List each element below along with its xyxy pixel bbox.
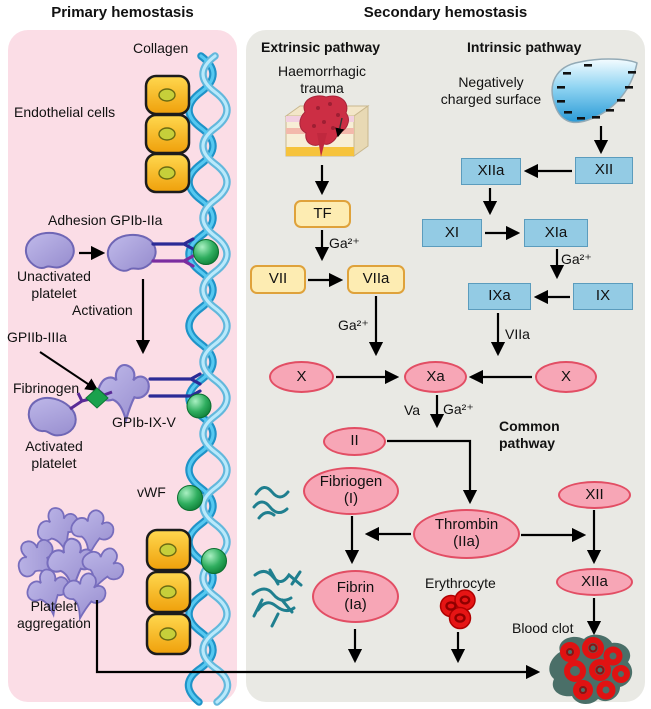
vwf-sphere-icon: [186, 393, 212, 419]
negatively-charged-surface-icon: [551, 58, 638, 124]
cascade-arrows: [308, 126, 609, 664]
adhesion-gpib-iia-label: Adhesion GPIb-IIa: [48, 212, 163, 228]
node-fibriogen: Fibriogen (I): [303, 467, 399, 515]
common-pathway-label: Common pathway: [499, 418, 560, 451]
node-vii: VII: [250, 265, 306, 294]
endothelial-cells-top-icon: [144, 74, 191, 194]
viia-cofactor-label: VIIa: [505, 326, 530, 342]
ga2-label-xia: Ga²⁺: [561, 251, 592, 267]
blood-clot-icon: [549, 634, 633, 705]
vwf-sphere-icon: [177, 485, 203, 511]
activated-platelet-icon: [97, 364, 150, 424]
activated-platelet-2-icon: [27, 388, 113, 437]
node-fibrin: Fibrin (Ia): [312, 570, 399, 623]
fibrinogen-label: Fibrinogen: [13, 380, 80, 396]
collagen-helix-icon: [184, 52, 232, 706]
node-thrombin: Thrombin (IIa): [413, 509, 520, 559]
gpib-ix-v-label: GPIb-IX-V: [112, 414, 176, 430]
gpiib-iiia-label: GPIIb-IIIa: [7, 329, 67, 345]
vwf-sphere-icon: [201, 548, 227, 574]
activated-platelet-label: Activated platelet: [25, 438, 83, 471]
va-label: Va: [404, 402, 421, 418]
unactivated-platelet-label: Unactivated platelet: [17, 268, 91, 301]
node-xa: Xa: [404, 361, 467, 393]
adhered-platelet-icon: [106, 233, 157, 272]
ga2-label-tf: Ga²⁺: [329, 235, 360, 251]
node-xiia-ellipse: XIIa: [556, 568, 633, 596]
node-ixa: IXa: [468, 283, 531, 310]
haemorrhagic-trauma-icon: [284, 95, 370, 157]
fibrinogen-diamond-icon: [85, 387, 109, 409]
node-x-left: X: [269, 361, 334, 393]
node-xiia-box: XIIa: [461, 158, 521, 185]
vwf-label: vWF: [137, 484, 166, 500]
node-tf: TF: [294, 200, 351, 228]
blood-clot-label: Blood clot: [512, 620, 574, 636]
secondary-hemostasis-title: Secondary hemostasis: [363, 4, 528, 21]
node-xi: XI: [422, 219, 482, 247]
activation-label: Activation: [72, 302, 133, 318]
node-ii: II: [323, 427, 386, 456]
arrow-gpiib-iiia-pointer: [39, 351, 99, 392]
extrinsic-pathway-heading: Extrinsic pathway: [261, 39, 381, 55]
haemorrhagic-trauma-label: Haemorrhagic trauma: [278, 63, 366, 96]
node-x-right: X: [535, 361, 597, 393]
negatively-charged-surface-label: Negatively charged surface: [440, 74, 542, 107]
fibrin-strands-icon: [252, 486, 290, 520]
erythrocyte-label: Erythrocyte: [425, 575, 496, 591]
ga2-label-xa: Ga²⁺: [443, 401, 474, 417]
node-xii-ellipse: XII: [558, 481, 631, 509]
node-xia: XIa: [524, 219, 588, 247]
collagen-label: Collagen: [133, 40, 189, 56]
endothelial-cells-bottom-icon: [145, 528, 192, 656]
platelet-aggregation-icon: [17, 507, 125, 622]
erythrocyte-icon: [439, 589, 476, 630]
gpib-iia-receptor-icon: [151, 237, 195, 268]
unactivated-platelet-icon: [24, 231, 75, 269]
primary-hemostasis-title: Primary hemostasis: [51, 4, 194, 21]
ga2-label-viia: Ga²⁺: [338, 317, 369, 333]
endothelial-cells-label: Endothelial cells: [14, 104, 116, 120]
node-ix: IX: [573, 283, 633, 310]
node-xii-box: XII: [575, 157, 633, 184]
node-viia: VIIa: [347, 265, 405, 294]
vwf-sphere-icon: [193, 239, 219, 265]
platelet-aggregation-label: Platelet aggregation: [17, 598, 91, 631]
arrow-aggregation-to-clot: [95, 600, 541, 680]
intrinsic-pathway-heading: Intrinsic pathway: [467, 39, 582, 55]
fibrin-mesh-icon: [251, 568, 303, 628]
